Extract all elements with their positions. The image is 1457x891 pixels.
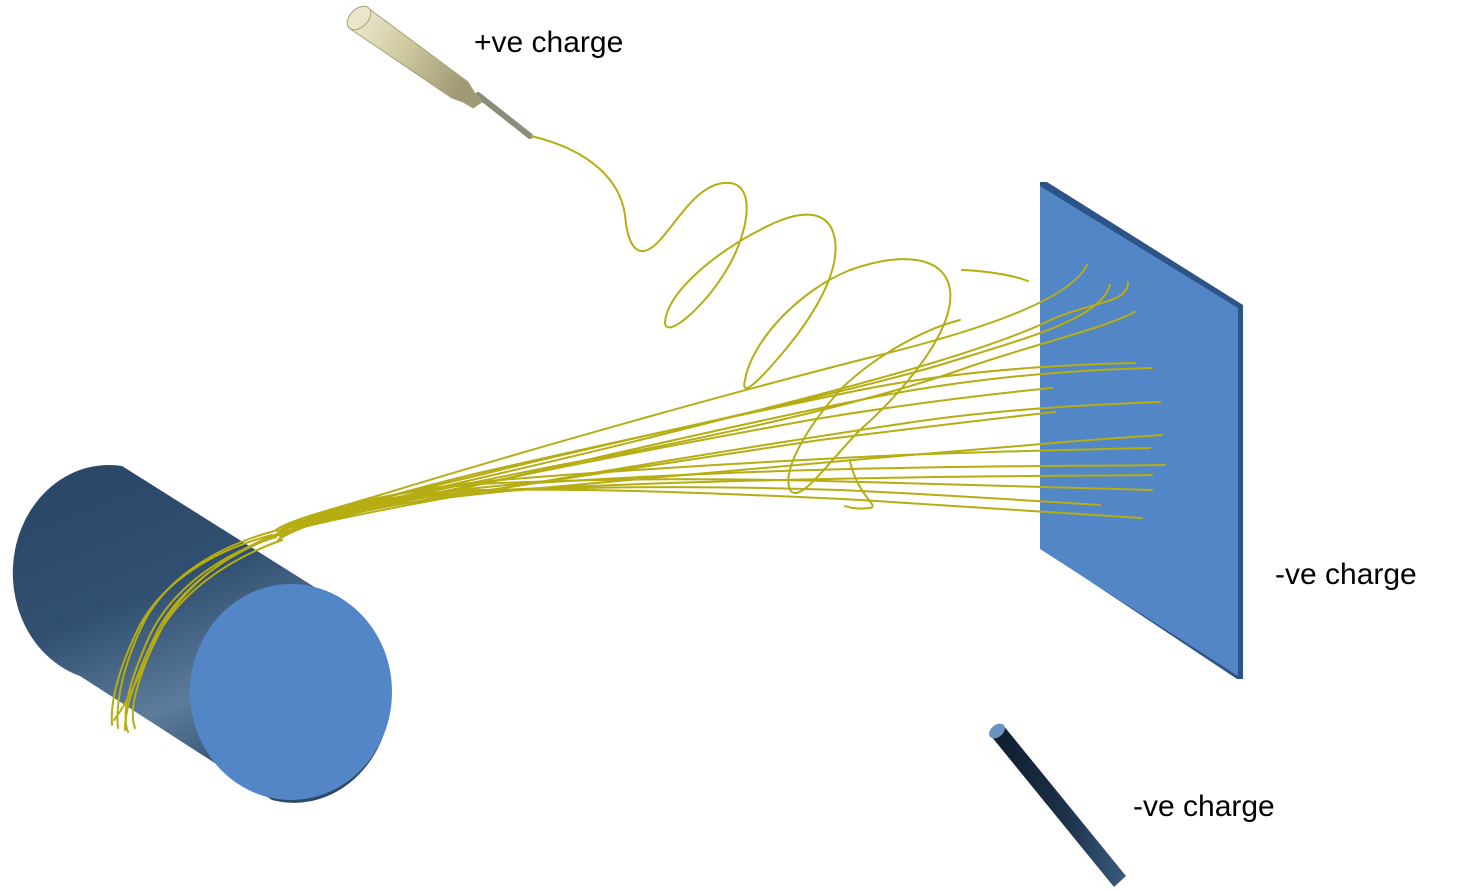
collector-plate <box>1040 182 1243 679</box>
fiber-jet-spiral <box>530 135 961 494</box>
fiber-wrap <box>131 539 283 729</box>
needle-tip <box>475 92 533 139</box>
rod-body <box>991 725 1126 887</box>
drum-collector <box>12 464 392 803</box>
fiber-jet <box>110 135 1166 733</box>
fiber-strand <box>281 488 1143 537</box>
fiber-strand <box>285 401 1161 532</box>
fiber-strand <box>287 434 1163 529</box>
needle-body <box>348 7 483 109</box>
needle-cap <box>346 5 372 31</box>
fiber-strand <box>283 367 1153 534</box>
fiber-jet-spiral-3 <box>844 461 874 510</box>
rod-charge-label: -ve charge <box>1133 790 1275 823</box>
auxiliary-rod <box>989 723 1126 887</box>
fiber-wrap <box>110 534 273 726</box>
fiber-wrap <box>116 529 279 729</box>
fiber-strand <box>283 478 1153 535</box>
spinneret-needle <box>346 5 533 139</box>
needle-charge-label: +ve charge <box>474 26 624 59</box>
fiber-strand <box>279 474 1153 539</box>
plate-face <box>1040 186 1238 676</box>
plate-charge-label: -ve charge <box>1275 558 1417 591</box>
rod-end <box>989 723 1005 739</box>
fiber-jet-spiral-2 <box>961 269 1029 282</box>
drum-face <box>190 584 392 800</box>
fiber-strand <box>277 486 1101 541</box>
